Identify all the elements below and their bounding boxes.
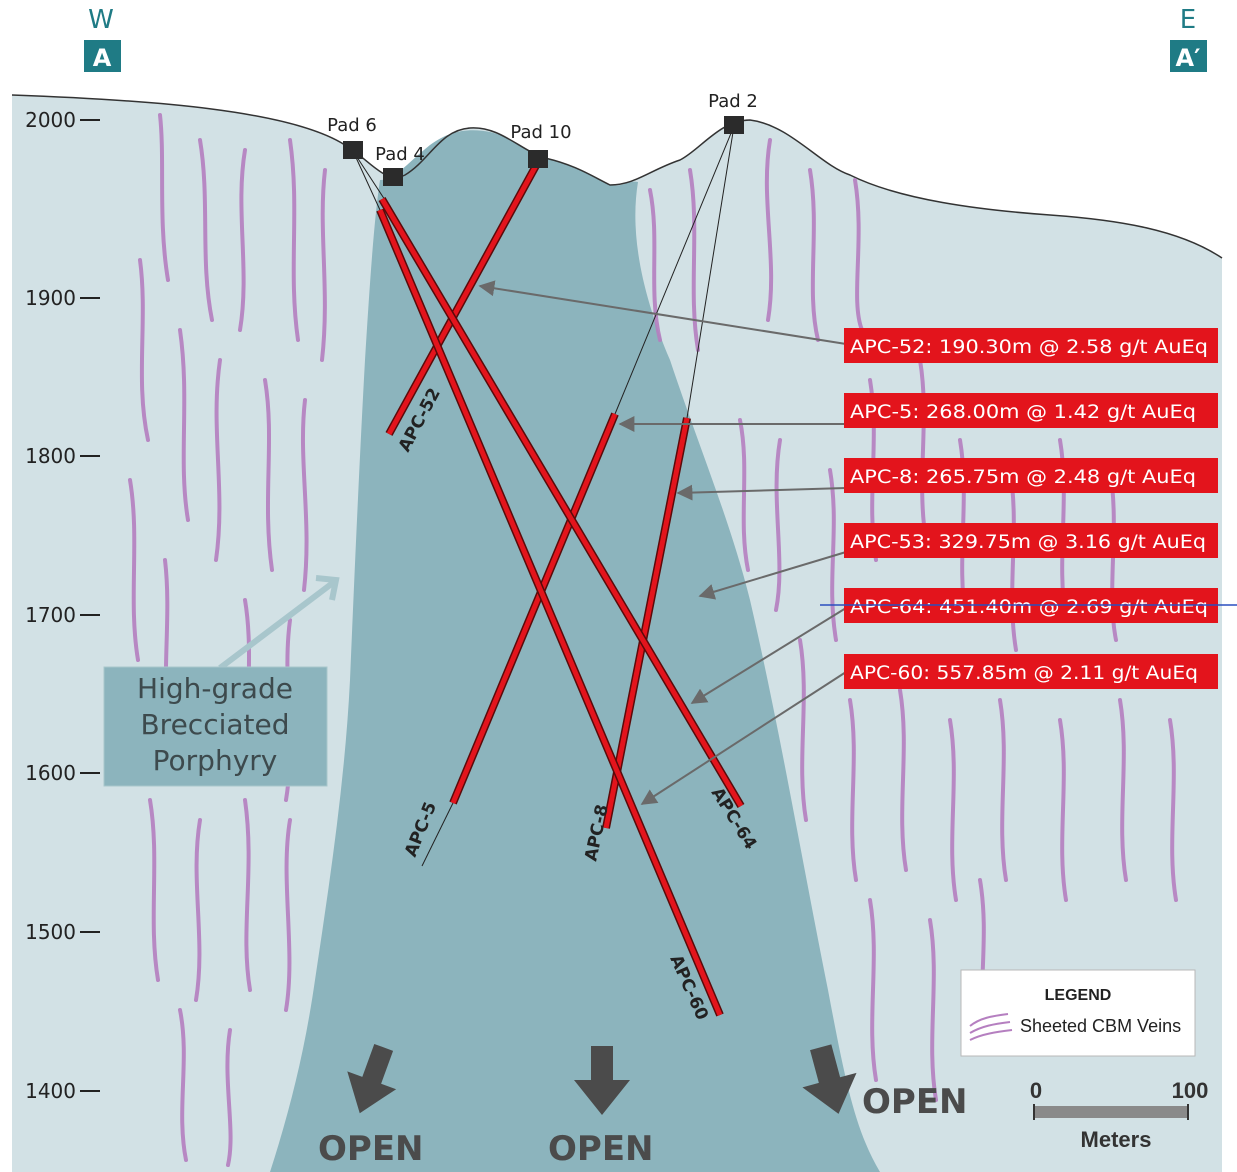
pad-6-marker <box>343 141 363 159</box>
pad-4-marker <box>383 168 403 186</box>
drill-pads: Pad 6 Pad 4 Pad 10 Pad 2 <box>327 91 758 186</box>
scale-bar: 0 100 Meters <box>1030 1078 1208 1152</box>
intercept-box <box>844 654 1218 689</box>
breccia-callout: High-grade Brecciated Porphyry <box>103 575 340 787</box>
intercept-apc8: APC-8: 265.75m @ 2.48 g/t AuEq <box>850 466 1196 488</box>
drillhole-apc60 <box>376 208 724 1017</box>
elevation-tick: 1600 <box>25 761 76 785</box>
intercept-apc52: APC-52: 190.30m @ 2.58 g/t AuEq <box>850 336 1208 358</box>
breccia-label-line1: High-grade <box>137 672 293 705</box>
pad-2-label: Pad 2 <box>708 91 758 112</box>
scale-end: 100 <box>1172 1078 1209 1103</box>
open-label-left: OPEN <box>318 1129 424 1169</box>
intercept-apc64: APC-64: 451.40m @ 2.69 g/t AuEq <box>850 596 1208 618</box>
legend: LEGEND Sheeted CBM Veins <box>960 969 1196 1057</box>
west-section-letter: A <box>93 44 112 72</box>
west-direction: W <box>88 5 114 35</box>
drillholes <box>376 160 745 1017</box>
intercept-box <box>844 328 1218 363</box>
elevation-tick: 1700 <box>25 603 76 627</box>
section-label-west: W A <box>84 5 121 72</box>
intercept-box <box>844 393 1218 428</box>
elevation-tick: 1400 <box>25 1079 76 1103</box>
elevation-tick: 1800 <box>25 444 76 468</box>
intercept-box <box>844 458 1218 493</box>
breccia-body <box>270 130 880 1172</box>
scale-start: 0 <box>1030 1078 1042 1103</box>
breccia-label-line3: Porphyry <box>153 744 278 777</box>
pad-10-label: Pad 10 <box>510 122 571 143</box>
elevation-tick: 2000 <box>25 108 76 132</box>
drillhole-apc64 <box>378 196 745 809</box>
scale-unit: Meters <box>1081 1127 1152 1152</box>
section-label-east: E A′ <box>1170 5 1207 72</box>
elevation-tick: 1900 <box>25 286 76 310</box>
vein-swatch-icon <box>969 1013 1013 1041</box>
legend-title: LEGEND <box>1045 987 1112 1004</box>
breccia-label-line2: Brecciated <box>140 708 289 741</box>
open-arrow-right <box>802 1044 857 1114</box>
intercept-apc53: APC-53: 329.75m @ 3.16 g/t AuEq <box>850 531 1206 553</box>
drillhole-apc52 <box>385 160 542 436</box>
open-arrow-center <box>574 1046 630 1115</box>
pad-6-label: Pad 6 <box>327 115 377 136</box>
east-section-letter: A′ <box>1176 44 1201 72</box>
open-arrows: OPEN OPEN OPEN <box>318 1043 968 1169</box>
legend-item: Sheeted CBM Veins <box>1020 1016 1181 1036</box>
open-label-center: OPEN <box>548 1129 654 1169</box>
intercept-box <box>844 523 1218 558</box>
callout-arrows <box>478 280 847 805</box>
drillhole-apc8 <box>602 417 691 829</box>
pad-2-marker <box>724 116 744 134</box>
open-arrow-left <box>347 1043 397 1114</box>
intercept-apc5: APC-5: 268.00m @ 1.42 g/t AuEq <box>850 401 1196 423</box>
hole-traces <box>352 125 735 867</box>
pad-4-label: Pad 4 <box>375 144 425 165</box>
east-direction: E <box>1180 5 1196 35</box>
drillhole-apc5 <box>449 412 619 805</box>
intercept-apc60: APC-60: 557.85m @ 2.11 g/t AuEq <box>850 662 1198 684</box>
elevation-axis: 2000 1900 1800 1700 1600 1500 1400 <box>25 108 100 1103</box>
intercept-boxes: APC-52: 190.30m @ 2.58 g/t AuEq APC-5: 2… <box>844 328 1218 689</box>
open-label-right: OPEN <box>862 1082 968 1122</box>
pad-10-marker <box>528 150 548 168</box>
elevation-tick: 1500 <box>25 920 76 944</box>
